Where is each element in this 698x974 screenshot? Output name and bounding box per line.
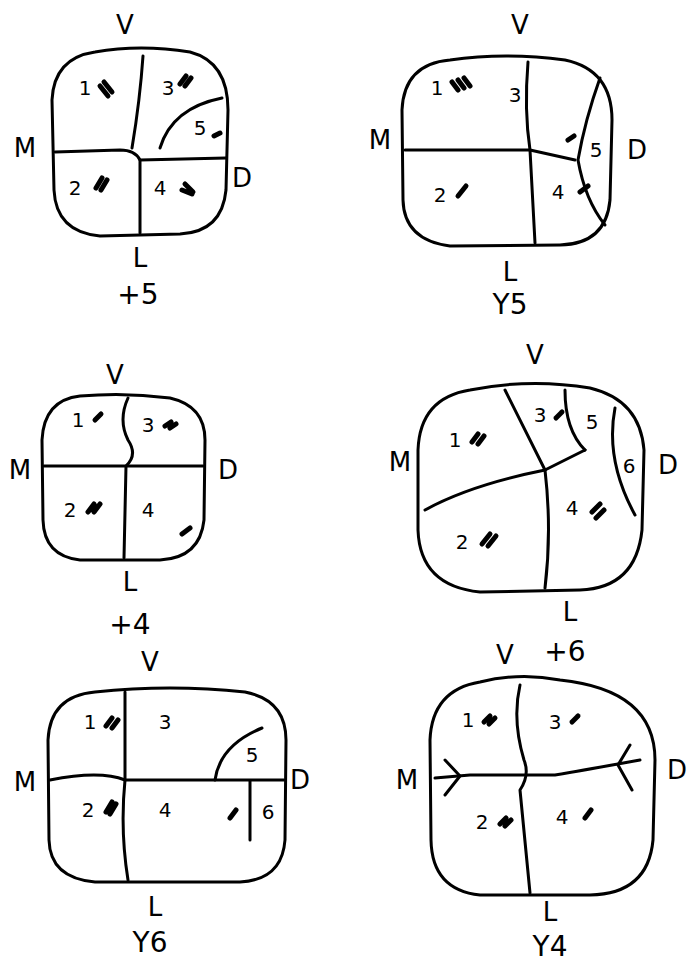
tooth-label: Y6 (133, 929, 168, 957)
direction-label: M (369, 127, 391, 153)
tooth-outline (42, 394, 205, 560)
cusp-number: 1 (431, 78, 444, 98)
direction-label: V (511, 12, 529, 38)
cusp-number: 2 (434, 185, 447, 205)
cusp-number: 4 (566, 498, 579, 518)
cusp-number: 3 (549, 712, 562, 732)
cusp-number: 5 (590, 140, 603, 160)
cusp-number: 1 (462, 710, 475, 730)
direction-label: M (396, 767, 418, 793)
cusp-number: 2 (476, 812, 489, 832)
cusp-number: 3 (509, 85, 522, 105)
cusp-number: 2 (456, 532, 469, 552)
direction-label: V (526, 342, 544, 368)
cusp-number: 2 (64, 500, 77, 520)
cusp-number: 3 (534, 405, 547, 425)
direction-label: D (658, 452, 678, 478)
cusp-number: 4 (556, 807, 569, 827)
tooth-label: +4 (109, 611, 150, 639)
direction-label: M (14, 769, 36, 795)
cusp-number: 4 (142, 500, 155, 520)
cusp-number: 3 (162, 78, 175, 98)
direction-label: V (116, 12, 134, 38)
direction-label: V (496, 642, 514, 668)
cusp-number: 3 (142, 415, 155, 435)
cusp-number: 1 (72, 410, 85, 430)
cusp-number: 1 (84, 712, 97, 732)
direction-label: L (123, 569, 138, 595)
direction-label: L (148, 894, 163, 920)
direction-label: M (9, 457, 31, 483)
cusp-number: 6 (623, 456, 636, 476)
direction-label: L (543, 899, 558, 925)
cusp-number: 4 (154, 178, 167, 198)
direction-label: V (141, 649, 159, 675)
cusp-number: 4 (552, 182, 565, 202)
tooth-label: Y5 (493, 291, 528, 319)
tooth-label: +5 (117, 281, 158, 309)
cusp-number: 6 (262, 802, 275, 822)
cusp-number: 3 (159, 712, 172, 732)
direction-label: L (133, 245, 148, 271)
tooth-outline (48, 688, 286, 882)
cusp-number: 2 (69, 178, 82, 198)
cusp-number: 5 (194, 118, 207, 138)
tooth-outline (52, 48, 228, 236)
tooth-outline (430, 676, 655, 895)
direction-label: D (290, 767, 310, 793)
direction-label: L (503, 259, 518, 285)
tooth-outline (402, 56, 612, 246)
direction-label: D (218, 457, 238, 483)
cusp-number: 5 (246, 745, 259, 765)
tooth-label: Y4 (533, 933, 568, 961)
direction-label: D (667, 757, 687, 783)
direction-label: D (232, 165, 252, 191)
direction-label: V (106, 362, 124, 388)
direction-label: L (563, 599, 578, 625)
tooth-label: +6 (544, 638, 585, 666)
direction-label: M (14, 135, 36, 161)
cusp-number: 1 (449, 430, 462, 450)
cusp-number: 5 (586, 412, 599, 432)
tooth-outline (418, 383, 644, 592)
direction-label: D (627, 137, 647, 163)
cusp-number: 4 (159, 800, 172, 820)
cusp-number: 2 (82, 800, 95, 820)
direction-label: M (389, 449, 411, 475)
cusp-number: 1 (79, 78, 92, 98)
